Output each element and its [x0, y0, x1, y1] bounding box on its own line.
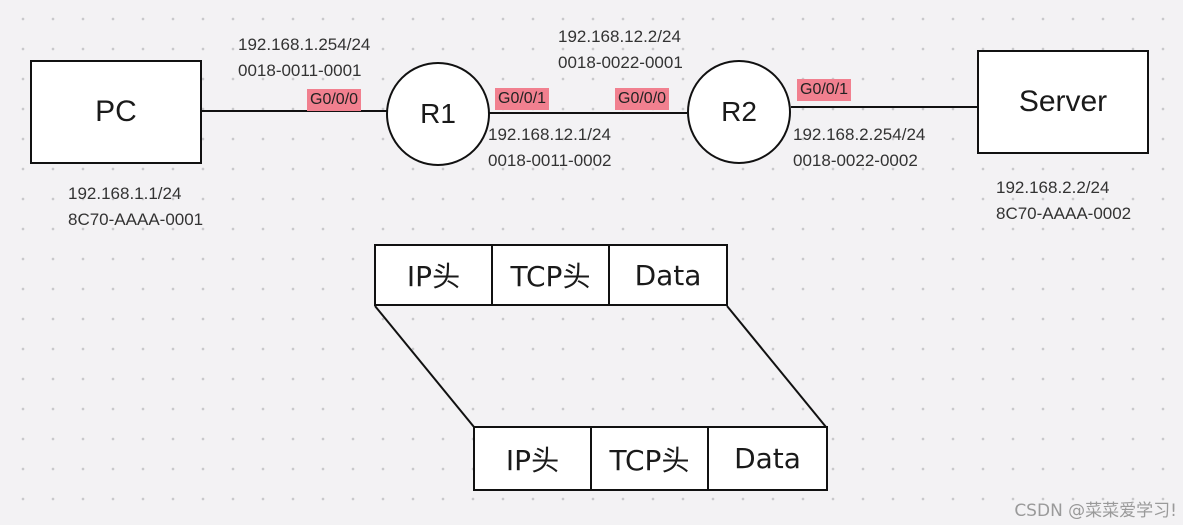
- packet-top: IP头 TCP头 Data: [374, 244, 728, 306]
- r2-g000-ip: 192.168.12.2/24: [558, 27, 681, 46]
- r1-g001-addresses: 192.168.12.1/24 0018-0011-0002: [488, 122, 612, 174]
- server-node: Server: [977, 50, 1149, 154]
- server-ip: 192.168.2.2/24: [996, 178, 1110, 197]
- r1-node: R1: [386, 62, 490, 166]
- r2-label: R2: [721, 96, 757, 127]
- pc-label: PC: [95, 95, 137, 128]
- pc-mac: 8C70-AAAA-0001: [68, 210, 204, 229]
- pc-node: PC: [30, 60, 202, 164]
- r1-g001-mac: 0018-0011-0002: [488, 151, 612, 170]
- packet-top-ip-header: IP头: [374, 244, 493, 306]
- r2-g001-mac: 0018-0022-0002: [793, 151, 918, 170]
- r2-port-g000: G0/0/0: [615, 88, 670, 110]
- r1-port-g001: G0/0/1: [495, 88, 550, 110]
- server-mac: 8C70-AAAA-0002: [996, 204, 1132, 223]
- packet-bottom-tcp-header: TCP头: [592, 426, 709, 491]
- pc-ip: 192.168.1.1/24: [68, 184, 182, 203]
- packet-top-tcp-header: TCP头: [493, 244, 610, 306]
- server-addresses: 192.168.2.2/24 8C70-AAAA-0002: [996, 175, 1131, 227]
- r1-g000-addresses: 192.168.1.254/24 0018-0011-0001: [238, 32, 370, 84]
- r1-g000-mac: 0018-0011-0001: [238, 61, 362, 80]
- r2-port-g001: G0/0/1: [797, 79, 852, 101]
- r1-g000-ip: 192.168.1.254/24: [238, 35, 371, 54]
- packet-bottom-ip-header: IP头: [473, 426, 592, 491]
- r1-label: R1: [420, 98, 456, 129]
- packet-connector-left: [374, 305, 475, 428]
- server-label: Server: [1018, 85, 1108, 118]
- r2-node: R2: [687, 60, 791, 164]
- r2-g000-addresses: 192.168.12.2/24 0018-0022-0001: [558, 24, 683, 76]
- csdn-watermark: CSDN @菜菜爱学习!: [1014, 501, 1177, 521]
- r2-g001-ip: 192.168.2.254/24: [793, 125, 926, 144]
- packet-bottom-data: Data: [709, 426, 828, 491]
- r1-port-g000: G0/0/0: [307, 89, 362, 111]
- r2-g000-mac: 0018-0022-0001: [558, 53, 683, 72]
- pc-addresses: 192.168.1.1/24 8C70-AAAA-0001: [68, 181, 203, 233]
- packet-top-data: Data: [610, 244, 728, 306]
- packet-connector-right: [726, 305, 827, 428]
- r1-g001-ip: 192.168.12.1/24: [488, 125, 611, 144]
- r2-g001-addresses: 192.168.2.254/24 0018-0022-0002: [793, 122, 925, 174]
- packet-bottom: IP头 TCP头 Data: [473, 426, 828, 491]
